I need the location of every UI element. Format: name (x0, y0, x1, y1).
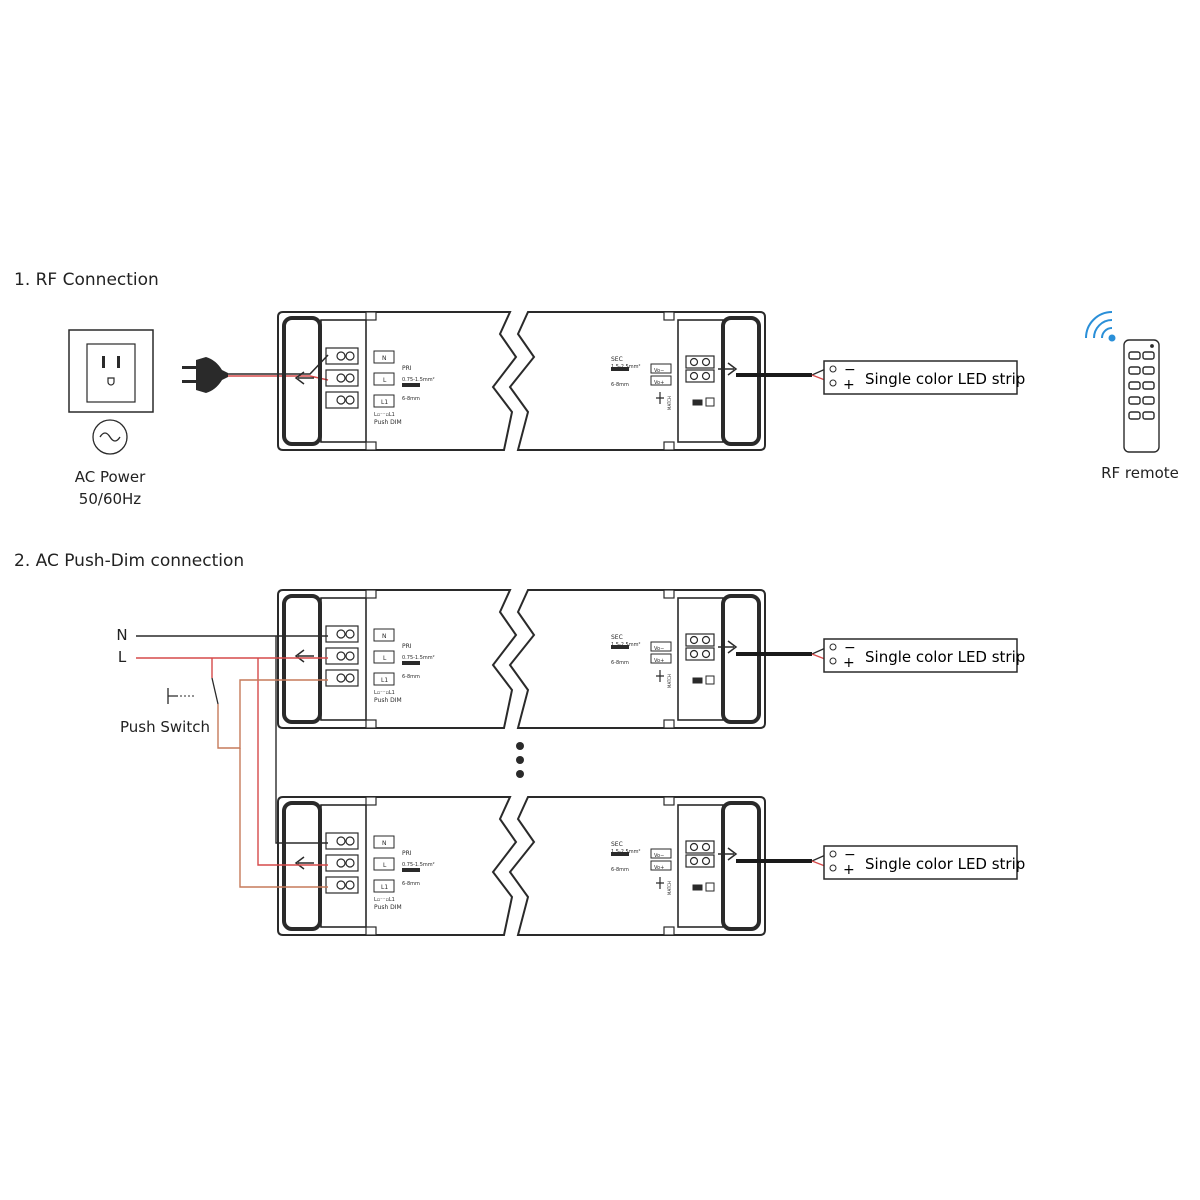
svg-text:1.5-2.5mm²: 1.5-2.5mm² (611, 642, 640, 648)
rf-remote-icon (1123, 339, 1160, 453)
svg-text:SEC: SEC (611, 841, 623, 848)
svg-text:MATCH: MATCH (667, 881, 672, 895)
svg-text:L1: L1 (381, 884, 388, 891)
driver-unit-3 (276, 795, 767, 937)
svg-text:Vo−: Vo− (654, 853, 664, 859)
svg-text:Vo−: Vo− (654, 646, 664, 652)
strip3-plus: + (843, 862, 855, 878)
power-plug (182, 357, 228, 393)
svg-text:MATCH: MATCH (667, 396, 672, 410)
output-cable-3 (736, 852, 831, 869)
svg-text:Vo−: Vo− (654, 368, 664, 374)
svg-text:0.75-1.5mm²: 0.75-1.5mm² (402, 862, 435, 868)
rf-signal-icon (1085, 311, 1116, 342)
svg-text:PRI: PRI (402, 643, 412, 650)
section-title-pushdim: 2. AC Push-Dim connection (14, 551, 245, 571)
ac-frequency-label: 50/60Hz (78, 490, 142, 508)
push-switch-icon (167, 677, 219, 705)
svg-text:PRI: PRI (402, 850, 412, 857)
svg-text:L: L (383, 655, 387, 662)
led-strip-2 (823, 638, 1018, 673)
svg-text:SEC: SEC (611, 634, 623, 641)
push-dim-wire (217, 679, 328, 888)
driver-unit-2 (276, 588, 767, 730)
strip2-plus: + (843, 655, 855, 671)
live-wire (136, 657, 328, 866)
svg-text:6-8mm: 6-8mm (402, 674, 420, 680)
output-cable-1 (736, 366, 831, 383)
strip1-plus: + (843, 377, 855, 393)
wire-l-label: L (117, 648, 127, 666)
svg-text:0.75-1.5mm²: 0.75-1.5mm² (402, 655, 435, 661)
svg-text:L: L (383, 377, 387, 384)
svg-text:6-8mm: 6-8mm (611, 867, 629, 873)
svg-text:N: N (382, 633, 387, 640)
svg-text:Push DIM: Push DIM (374, 419, 402, 426)
svg-text:6-8mm: 6-8mm (402, 396, 420, 402)
svg-text:N: N (382, 355, 387, 362)
svg-text:SEC: SEC (611, 356, 623, 363)
svg-text:N: N (382, 840, 387, 847)
svg-text:1.5-2.5mm²: 1.5-2.5mm² (611, 849, 640, 855)
svg-text:Push DIM: Push DIM (374, 697, 402, 704)
strip3-label: Single color LED strip (865, 855, 1025, 873)
led-strip-1 (823, 360, 1018, 395)
driver3-markings: N L L1 PRI 0.75-1.5mm² 6-8mm L▫⁻⁻▫L1 Pus… (374, 840, 672, 911)
ac-power-label: AC Power (74, 468, 146, 486)
svg-text:Vo+: Vo+ (654, 865, 664, 871)
ac-source-icon (92, 419, 128, 455)
led-strip-3 (823, 845, 1018, 880)
wire-n-label: N (116, 626, 128, 644)
strip2-minus: − (844, 640, 856, 656)
svg-text:Vo+: Vo+ (654, 658, 664, 664)
svg-text:L1: L1 (381, 399, 388, 406)
svg-text:L1: L1 (381, 677, 388, 684)
strip3-minus: − (844, 847, 856, 863)
svg-text:6-8mm: 6-8mm (611, 660, 629, 666)
driver1-markings: N L L1 PRI 0.75-1.5mm² 6-8mm L▫⁻⁻▫L1 Pus… (374, 355, 672, 426)
svg-text:Push DIM: Push DIM (374, 904, 402, 911)
svg-text:0.75-1.5mm²: 0.75-1.5mm² (402, 377, 435, 383)
rf-remote-label: RF remote (1101, 464, 1179, 482)
section-title-rf: 1. RF Connection (14, 270, 159, 290)
neutral-wire (136, 635, 328, 844)
continuation-dots (516, 742, 524, 778)
wall-outlet (68, 329, 154, 413)
driver-unit-1 (276, 310, 767, 452)
svg-text:L▫⁻⁻▫L1: L▫⁻⁻▫L1 (374, 412, 395, 418)
svg-text:L▫⁻⁻▫L1: L▫⁻⁻▫L1 (374, 690, 395, 696)
svg-text:L▫⁻⁻▫L1: L▫⁻⁻▫L1 (374, 897, 395, 903)
svg-text:1.5-2.5mm²: 1.5-2.5mm² (611, 364, 640, 370)
svg-text:Vo+: Vo+ (654, 380, 664, 386)
svg-text:6-8mm: 6-8mm (402, 881, 420, 887)
strip2-label: Single color LED strip (865, 648, 1025, 666)
push-switch-label: Push Switch (120, 718, 210, 736)
svg-text:MATCH: MATCH (667, 674, 672, 688)
svg-text:6-8mm: 6-8mm (611, 382, 629, 388)
output-cable-2 (736, 645, 831, 662)
svg-text:L: L (383, 862, 387, 869)
strip1-minus: − (844, 362, 856, 378)
svg-text:PRI: PRI (402, 365, 412, 372)
strip1-label: Single color LED strip (865, 370, 1025, 388)
driver2-markings: N L L1 PRI 0.75-1.5mm² 6-8mm L▫⁻⁻▫L1 Pus… (374, 633, 672, 704)
